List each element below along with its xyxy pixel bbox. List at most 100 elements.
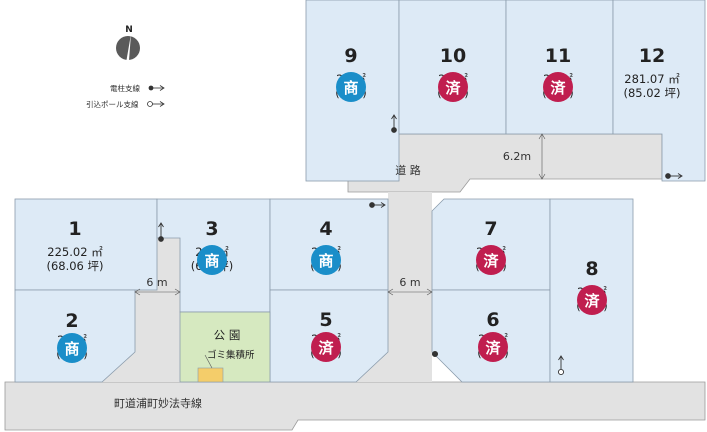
lot-1-label: 1 225.02 ㎡(68.06 坪) — [46, 218, 103, 273]
sold-badge: 済 — [438, 72, 468, 102]
upper-road-label: 道 路 — [395, 163, 421, 177]
park: 公 園 ゴミ集積所 — [179, 311, 271, 383]
lot-3-label: 32 3 ㎡(6 6 坪)商 — [191, 218, 233, 275]
north-label: N — [125, 25, 133, 35]
sold-badge: 済 — [577, 285, 607, 315]
lot-10-shape[interactable] — [398, 0, 507, 135]
lot-12-label: 12 281.07 ㎡(85.02 坪) — [623, 45, 680, 100]
badge-circle — [478, 332, 508, 362]
pole-marker-lot3 — [158, 222, 164, 242]
sold-badge: 済 — [311, 332, 341, 362]
main-road — [4, 381, 706, 431]
lot-area-tsubo: (85.02 坪) — [623, 86, 680, 100]
badge-circle — [476, 245, 506, 275]
lot-6-label: 620 ㎡(6 坪)済 — [477, 309, 509, 362]
lot-number: 1 — [68, 218, 81, 240]
garbage-label: ゴミ集積所 — [207, 349, 255, 361]
dim-center-arrow-left — [387, 288, 394, 296]
lot-4-shape[interactable] — [269, 198, 389, 291]
lot-area-tsubo: (68.06 坪) — [46, 259, 103, 273]
north-arrow: N — [116, 25, 140, 63]
badge-label: 商 — [318, 252, 333, 270]
dim-left-arrow-right — [174, 288, 181, 296]
dim-upper-arrow-top — [538, 133, 546, 140]
legend-item-pole: 電柱支線 — [110, 83, 140, 93]
lot-area-m2: 225.02 ㎡ — [47, 245, 103, 259]
lot-number: 6 — [486, 309, 499, 331]
dim-upper-label: 6.2m — [503, 150, 531, 163]
legend-hollow-symbol — [147, 101, 153, 107]
dim-center-arrow-right — [426, 288, 433, 296]
pole-marker-lot8-hollow — [557, 355, 565, 376]
legend: 電柱支線 引込ポール支線 — [86, 83, 165, 109]
pole-marker-lot12 — [665, 173, 683, 179]
lot-number: 11 — [545, 45, 571, 67]
badge-circle — [311, 245, 341, 275]
roads — [4, 133, 706, 431]
pole-marker-lot9 — [391, 114, 397, 133]
pole-markers — [158, 114, 683, 376]
left-road — [102, 238, 180, 382]
dim-upper-arrow-bottom — [538, 173, 546, 180]
lot-number: 9 — [344, 45, 357, 67]
lot-number: 2 — [65, 310, 78, 332]
lot-7-label: 720 ㎡(6 坪)済 — [475, 218, 507, 275]
badge-label: 済 — [485, 339, 501, 357]
badge-label: 商 — [204, 252, 219, 270]
badge-label: 商 — [64, 340, 79, 358]
badge-label: 商 — [343, 79, 358, 97]
lot-1-shape[interactable] — [14, 198, 158, 291]
center-road — [356, 192, 432, 382]
lot-number: 4 — [319, 218, 332, 240]
park-label: 公 園 — [214, 328, 241, 342]
badge-circle — [311, 332, 341, 362]
park-area — [179, 311, 271, 383]
commercial-badge: 商 — [336, 72, 366, 102]
commercial-badge: 商 — [311, 245, 341, 275]
sold-badge: 済 — [476, 245, 506, 275]
dim-left-arrow-left — [134, 288, 141, 296]
lot-number: 12 — [639, 45, 665, 67]
badge-circle — [577, 285, 607, 315]
dim-left-label: 6 m — [146, 276, 167, 289]
badge-circle — [197, 245, 227, 275]
lot-number: 10 — [440, 45, 466, 67]
lot-10-label: 1027 ㎡(8 坪)済 — [437, 45, 469, 102]
commercial-badge: 商 — [197, 245, 227, 275]
badge-circle — [57, 333, 87, 363]
lot-9-label: 927 ㎡(8 坪)商 — [335, 45, 367, 102]
lot-4-label: 420 ㎡(6 坪)商 — [310, 218, 342, 275]
lot-5-label: 520 ㎡(6 坪)済 — [310, 309, 342, 362]
badge-circle — [543, 72, 573, 102]
north-circle — [116, 36, 140, 60]
lot-area-m2: 281.07 ㎡ — [624, 72, 680, 86]
lot-number: 8 — [585, 258, 598, 280]
north-needle — [126, 34, 131, 63]
commercial-badge: 商 — [57, 333, 87, 363]
lot-2-label: 220 ㎡(6 坪)商 — [56, 310, 88, 363]
pole-marker-lot6 — [431, 350, 439, 358]
lot-number: 3 — [205, 218, 218, 240]
lot-labels: 1 225.02 ㎡(68.06 坪) 220 ㎡(6 坪)商 32 3 ㎡(6 6 … — [46, 45, 681, 363]
pole-marker-upper-road — [369, 202, 386, 208]
lot-11-shape[interactable] — [505, 0, 614, 135]
badge-circle — [438, 72, 468, 102]
main-road-label: 町道浦町妙法寺線 — [114, 396, 202, 410]
badge-label: 済 — [318, 339, 334, 357]
garbage-leader — [204, 354, 213, 369]
badge-label: 済 — [584, 292, 600, 310]
sold-badge: 済 — [543, 72, 573, 102]
lot-12-shape[interactable] — [612, 0, 706, 182]
road-labels: 町道浦町妙法寺線 道 路 6.2m 6 m 6 m — [114, 133, 546, 410]
lot-number: 5 — [319, 309, 332, 331]
lot-8-label: 829 ㎡(8 坪)済 — [576, 258, 608, 315]
sold-badge: 済 — [478, 332, 508, 362]
badge-circle — [336, 72, 366, 102]
legend-item-drop-pole: 引込ポール支線 — [86, 99, 139, 109]
lot-number: 7 — [484, 218, 497, 240]
badge-label: 済 — [550, 79, 566, 97]
badge-label: 済 — [483, 252, 499, 270]
lot-11-label: 1127 ㎡(8 坪)済 — [542, 45, 574, 102]
